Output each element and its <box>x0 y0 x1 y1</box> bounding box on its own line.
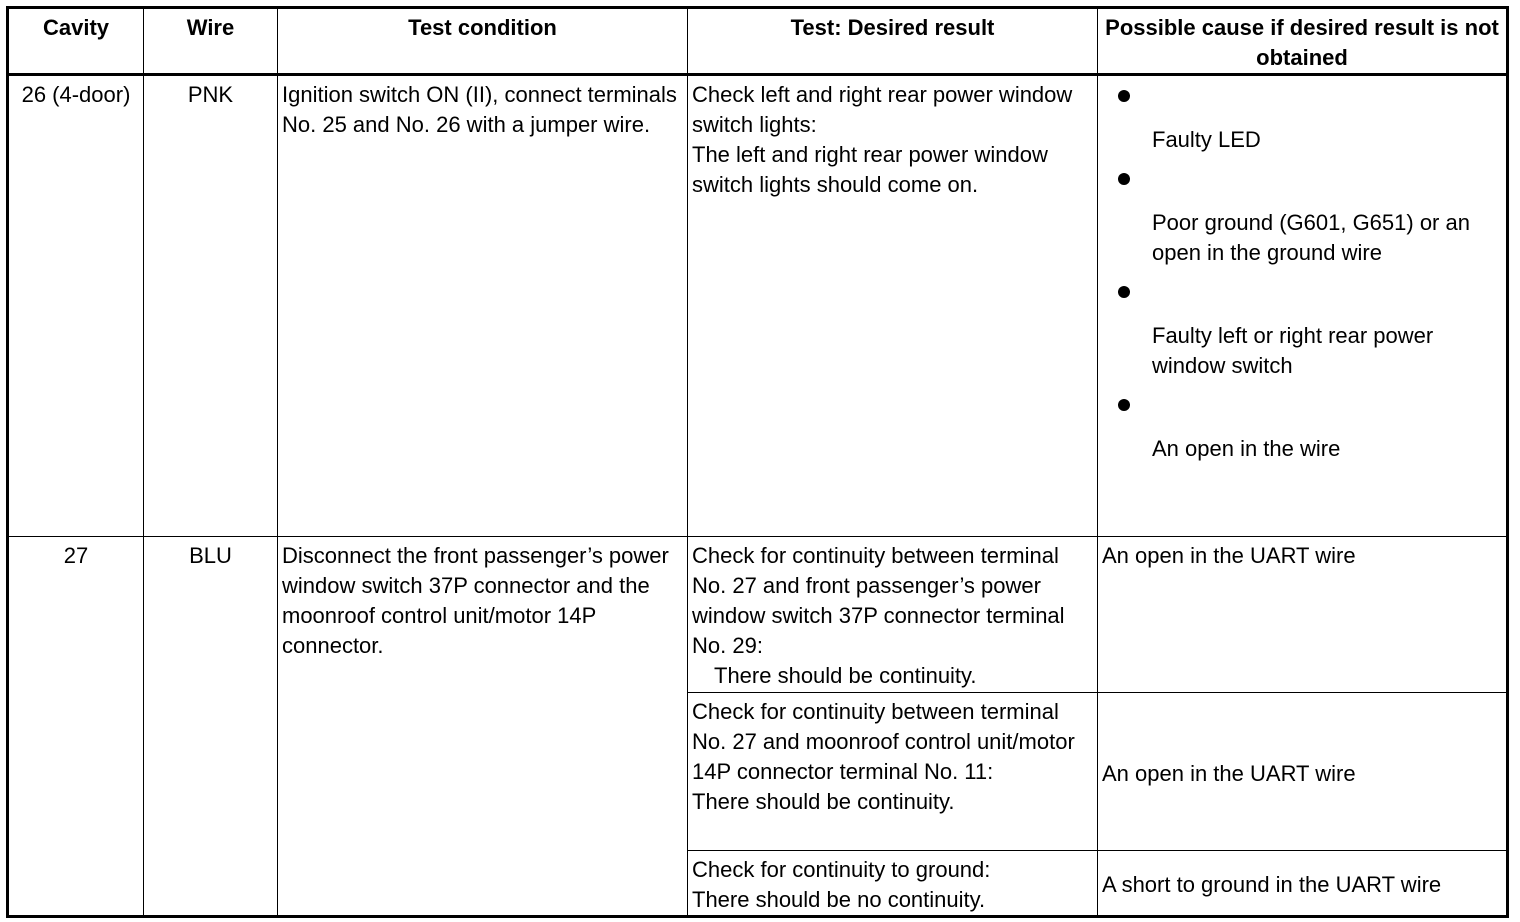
list-item: Poor ground (G601, G651) or an open in t… <box>1102 163 1502 276</box>
list-item: Faulty LED <box>1102 80 1502 163</box>
desired-result-cell: Check for continuity between terminal No… <box>687 536 1098 693</box>
table-row: 27 BLU Disconnect the front passenger’s … <box>7 536 1508 917</box>
header-cavity: Cavity <box>7 7 144 76</box>
test-condition-cell: Ignition switch ON (II), connect termina… <box>277 74 688 537</box>
header-row: Cavity Wire Test condition Test: Desired… <box>7 7 1508 76</box>
diagnostic-table: Cavity Wire Test condition Test: Desired… <box>6 6 1509 918</box>
header-desired-result: Test: Desired result <box>687 7 1098 76</box>
possible-cause-cell: A short to ground in the UART wire <box>1097 850 1508 917</box>
list-item: Faulty left or right rear power window s… <box>1102 276 1502 389</box>
bullet-icon <box>1118 90 1130 102</box>
document-table-wrapper: Cavity Wire Test condition Test: Desired… <box>6 6 1509 918</box>
cause-text: Poor ground (G601, G651) or an open in t… <box>1152 210 1470 265</box>
possible-cause-cell: An open in the UART wire <box>1097 536 1508 693</box>
test-condition-cell: Disconnect the front passenger’s power w… <box>277 536 688 917</box>
bullet-icon <box>1118 286 1130 298</box>
wire-color-cell: PNK <box>143 74 278 537</box>
bullet-icon <box>1118 399 1130 411</box>
desired-result-cell: Check left and right rear power window s… <box>687 74 1098 537</box>
cause-text: Faulty left or right rear power window s… <box>1152 323 1434 378</box>
table-row: 26 (4-door) PNK Ignition switch ON (II),… <box>7 74 1508 537</box>
desired-result-sub: There should be continuity. <box>714 663 977 688</box>
header-test-condition: Test condition <box>277 7 688 76</box>
desired-result-main: Check for continuity between terminal No… <box>692 543 1065 658</box>
possible-cause-cell: Faulty LED Poor ground (G601, G651) or a… <box>1097 74 1508 537</box>
list-item: An open in the wire <box>1102 389 1502 472</box>
cavity-cell: 27 <box>7 536 144 917</box>
bullet-icon <box>1118 173 1130 185</box>
header-possible-cause: Possible cause if desired result is not … <box>1097 7 1508 76</box>
wire-color-cell: BLU <box>143 536 278 917</box>
table-row: Check for continuity between terminal No… <box>8 692 1508 851</box>
cavity-cell: 26 (4-door) <box>7 74 144 537</box>
cause-text: An open in the wire <box>1152 436 1341 461</box>
cause-text: Faulty LED <box>1152 127 1261 152</box>
table-row: Check for continuity to ground: There sh… <box>8 850 1508 917</box>
cause-list: Faulty LED Poor ground (G601, G651) or a… <box>1102 80 1502 472</box>
possible-cause-cell: An open in the UART wire <box>1097 692 1508 851</box>
desired-result-cell: Check for continuity between terminal No… <box>687 692 1098 851</box>
header-wire: Wire <box>143 7 278 76</box>
desired-result-cell: Check for continuity to ground: There sh… <box>687 850 1098 917</box>
